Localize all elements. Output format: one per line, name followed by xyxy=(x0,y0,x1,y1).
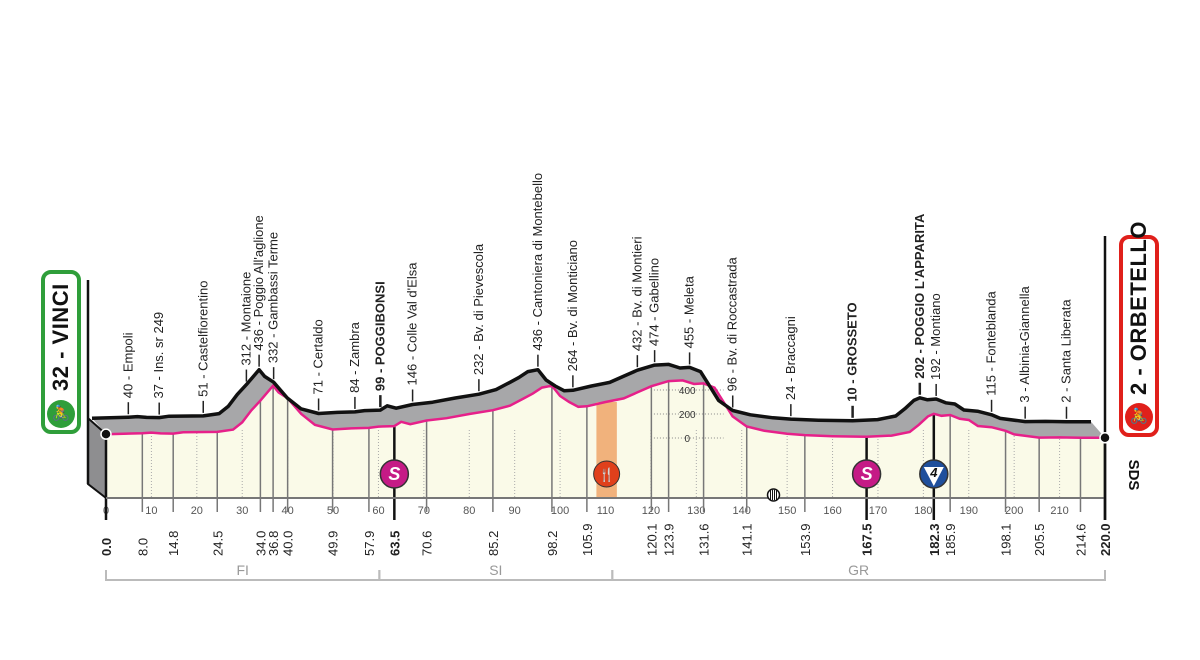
km-tick-label: 70 xyxy=(418,505,430,517)
distance-label: 98.2 xyxy=(545,531,560,556)
waypoint-label: 474 - Gabellino xyxy=(647,258,662,346)
feed-zone-icon xyxy=(593,460,621,488)
km-tick-label: 140 xyxy=(733,505,751,517)
distance-label: 36.8 xyxy=(266,531,281,556)
distance-label: 34.0 xyxy=(253,531,268,556)
distance-label: 63.5 xyxy=(387,531,402,556)
km-tick-label: 160 xyxy=(823,505,841,517)
distance-label: 105.9 xyxy=(580,523,595,556)
km-tick-label: 60 xyxy=(372,505,384,517)
waypoint-label: 51 - Castelfiorentino xyxy=(195,281,210,397)
relief-band xyxy=(92,364,1105,438)
distance-label: 123.9 xyxy=(662,523,677,556)
distance-label: 205.5 xyxy=(1032,523,1047,556)
km-tick-label: 100 xyxy=(551,505,569,517)
waypoint-label: 96 - Bv. di Roccastrada xyxy=(725,257,740,392)
km-tick-label: 170 xyxy=(869,505,887,517)
km-tick-label: 210 xyxy=(1050,505,1068,517)
waypoint-label: 332 - Gambassi Terme xyxy=(266,232,281,363)
km-tick-label: 200 xyxy=(1005,505,1023,517)
km-tick-label: 20 xyxy=(191,505,203,517)
elevation-tick-label: 0 xyxy=(684,434,690,445)
waypoint-label: 232 - Bv. di Pievescola xyxy=(471,243,486,375)
waypoint-label: 24 - Braccagni xyxy=(783,316,798,400)
sprint-icon xyxy=(851,459,882,489)
finish-dot xyxy=(1099,432,1111,444)
region-label: SI xyxy=(489,562,502,578)
elevation-tick-label: 400 xyxy=(679,386,696,397)
waypoint-label: 432 - Bv. di Montieri xyxy=(629,236,644,351)
waypoint-label: 10 - GROSSETO xyxy=(845,302,860,401)
route-line xyxy=(105,379,1105,440)
distance-label: 8.0 xyxy=(135,538,150,556)
km-tick-label: 90 xyxy=(509,505,521,517)
waypoint-label: 3 - Albinia-Giannella xyxy=(1017,286,1032,403)
waypoint-label: 192 - Montiano xyxy=(928,293,943,380)
distance-label: 120.1 xyxy=(644,523,659,556)
region-label: GR xyxy=(848,562,869,578)
distance-label: 185.9 xyxy=(943,523,958,556)
km-tick-label: 130 xyxy=(687,505,705,517)
waypoint-label: 84 - Zambra xyxy=(347,321,362,393)
start-dot xyxy=(100,428,112,440)
distance-label: 24.5 xyxy=(210,531,225,556)
distance-label: 220.0 xyxy=(1098,523,1113,556)
distance-label: 214.6 xyxy=(1073,523,1088,556)
sprint-icon xyxy=(379,459,410,489)
waypoint-label: 455 - Meleta xyxy=(682,275,697,348)
distance-label: 167.5 xyxy=(860,523,875,556)
cyclist-icon: 🚴 xyxy=(47,400,75,428)
km-tick-label: 180 xyxy=(914,505,932,517)
distance-label: 49.9 xyxy=(326,531,341,556)
km-tick-label: 150 xyxy=(778,505,796,517)
start-label: 32 - VINCI xyxy=(48,283,73,391)
finish-badge: 2 - ORBETELLO 🚴 xyxy=(1119,221,1159,437)
railway-crossing-icon xyxy=(766,488,781,502)
elevation-tick-label: 200 xyxy=(679,410,696,421)
finish-label: 2 - ORBETELLO xyxy=(1126,221,1151,395)
waypoint-label: 2 - Santa Liberata xyxy=(1058,299,1073,403)
region-label: FI xyxy=(236,562,248,578)
distance-label: 14.8 xyxy=(166,531,181,556)
waypoint-label: 264 - Bv. di Monticiano xyxy=(565,240,580,371)
distance-label: 0.0 xyxy=(99,538,114,556)
km-tick-label: 80 xyxy=(463,505,475,517)
km-tick-label: 30 xyxy=(236,505,248,517)
waypoint-label: 436 - Poggio All'aglione xyxy=(251,215,266,350)
waypoint-label: 436 - Cantoniera di Montebello xyxy=(530,173,545,351)
waypoint-label: 37 - Ins. sr 249 xyxy=(151,312,166,399)
km-tick-label: 110 xyxy=(597,505,615,517)
distance-label: 57.9 xyxy=(362,531,377,556)
sprint-label: S xyxy=(861,464,873,484)
waypoint-label: 99 - POGGIBONSI xyxy=(372,281,387,391)
distance-label: 70.6 xyxy=(420,531,435,556)
distance-label: 40.0 xyxy=(281,531,296,556)
waypoint-label: 146 - Colle Val d'Elsa xyxy=(405,262,420,386)
waypoint-label: 40 - Empoli xyxy=(120,332,135,398)
distance-label: 85.2 xyxy=(486,531,501,556)
distance-label: 182.3 xyxy=(927,523,942,556)
km-tick-label: 10 xyxy=(145,505,157,517)
waypoint-label: 115 - Fonteblanda xyxy=(984,290,999,395)
waypoint-label: 312 - Montaione xyxy=(238,272,253,366)
sds-label: SDS xyxy=(1125,460,1142,491)
distance-label: 141.1 xyxy=(740,523,755,556)
cyclist-icon: 🚴 xyxy=(1125,403,1153,431)
distance-label: 153.9 xyxy=(798,523,813,556)
waypoint-label: 202 - POGGIO L'APPARITA xyxy=(912,213,927,379)
kom-triangle xyxy=(923,467,944,486)
distance-label: 131.6 xyxy=(697,523,712,556)
distance-label: 198.1 xyxy=(999,523,1014,556)
sprint-label: S xyxy=(388,464,400,484)
region-bracket xyxy=(611,570,1106,581)
feed-zone-label: 🍴 xyxy=(599,467,615,483)
start-badge: 32 - VINCI 🚴 xyxy=(41,270,81,434)
km-tick-label: 190 xyxy=(960,505,978,517)
kom-category-label: 4 xyxy=(929,465,938,480)
relief-top-line xyxy=(91,362,1091,424)
waypoint-label: 71 - Certaldo xyxy=(311,319,326,394)
